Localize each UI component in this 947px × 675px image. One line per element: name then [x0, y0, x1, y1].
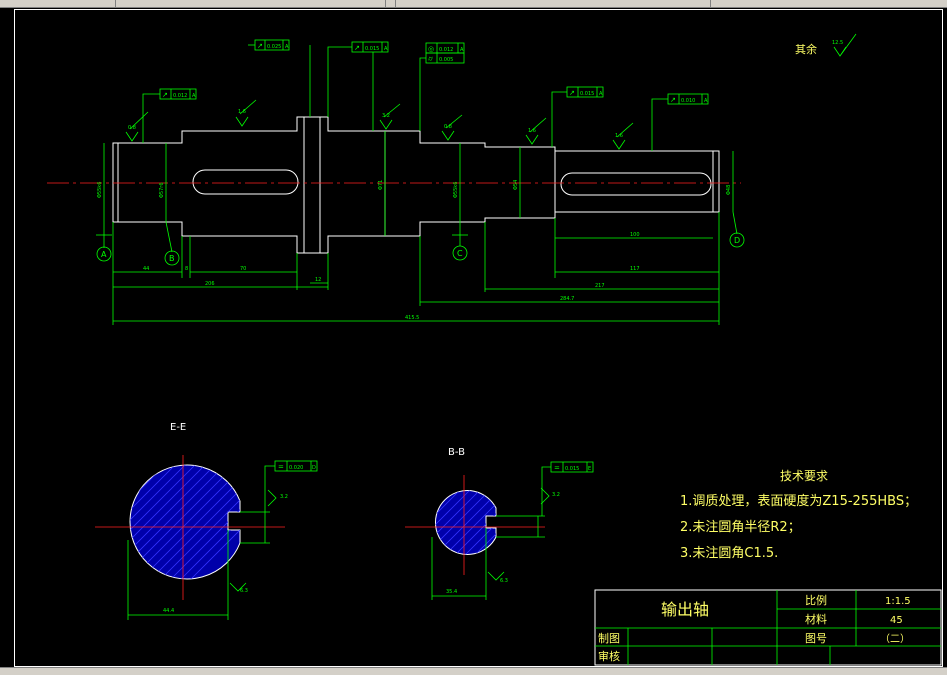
material-label: 材料: [805, 612, 827, 626]
general-roughness: 其余 12.5: [795, 33, 857, 57]
title-bar: [0, 0, 947, 8]
svg-text:1.6: 1.6: [238, 109, 246, 115]
datum-b: B: [169, 254, 175, 263]
svg-text:↗: ↗: [354, 44, 360, 52]
svg-text:6.3: 6.3: [240, 588, 248, 594]
svg-text:0.015: 0.015: [565, 466, 579, 472]
svg-text:↗: ↗: [569, 89, 575, 97]
scale-value: 1:1.5: [885, 596, 911, 607]
section-bb: B-B = 0.015 E 35.4 3.2 6.3: [405, 447, 594, 600]
svg-text:0.005: 0.005: [439, 57, 453, 63]
shaft-outline: [112, 116, 720, 254]
drawing-frame: [14, 9, 943, 667]
tech-req-1: 1.调质处理，表面硬度为Z15-255HBS；: [680, 493, 917, 509]
section-ee-label: E-E: [170, 422, 186, 433]
ee-width: 44.4: [163, 608, 174, 614]
datum-c: C: [457, 249, 463, 258]
drawing-no-label: 图号: [805, 632, 827, 645]
checked-label: 审核: [598, 649, 620, 663]
svg-text:Φ57r6: Φ57r6: [159, 182, 165, 198]
svg-text:Φ71: Φ71: [378, 180, 384, 190]
svg-text:Φ54: Φ54: [513, 180, 519, 190]
diameter-dimensions: [103, 131, 734, 236]
status-bar: [0, 667, 947, 675]
section-ee: E-E = 0.020 D 44.4: [95, 422, 318, 620]
svg-text:A: A: [704, 98, 708, 104]
svg-text:=: =: [554, 464, 560, 472]
dim-d6: 100: [630, 232, 640, 238]
svg-text:↗: ↗: [670, 96, 676, 104]
material-value: 45: [890, 615, 903, 626]
svg-text:1.6: 1.6: [615, 133, 623, 139]
svg-text:A: A: [192, 93, 196, 99]
svg-text:6.3: 6.3: [500, 578, 508, 584]
svg-text:0.015: 0.015: [365, 46, 379, 52]
svg-text:↗: ↗: [162, 91, 168, 99]
svg-text:⌭: ⌭: [428, 55, 433, 63]
svg-text:Φ55k6: Φ55k6: [453, 182, 459, 198]
dim-d7: 117: [630, 266, 640, 272]
svg-text:1.6: 1.6: [528, 128, 536, 134]
tech-requirements: 技术要求 1.调质处理，表面硬度为Z15-255HBS； 2.未注圆角半径R2；…: [680, 469, 917, 561]
dim-d2: 8: [185, 266, 188, 272]
tol-frame-3: ◎ 0.012 A: [425, 42, 465, 54]
tol-frame-5: ↗ 0.012 A: [142, 88, 197, 143]
svg-text:0.8: 0.8: [128, 125, 136, 131]
datum-a: A: [101, 250, 107, 259]
length-dimension-labels: 44 8 206 70 12 100 117 217 284.7 415.5: [143, 232, 640, 321]
svg-text:A: A: [460, 47, 464, 53]
drawn-label: 制图: [598, 632, 620, 645]
tech-req-3: 3.未注圆角C1.5.: [680, 546, 778, 561]
roughness-value: 12.5: [832, 40, 843, 46]
svg-text:0.020: 0.020: [289, 465, 303, 471]
svg-text:E: E: [588, 466, 591, 472]
tol-frame-6: ↗ 0.015 A: [551, 86, 604, 147]
dim-d10: 415.5: [405, 315, 419, 321]
bb-width: 35.4: [446, 589, 457, 595]
tech-req-title: 技术要求: [780, 469, 828, 483]
tol-frame-2: ↗ 0.015 A: [327, 41, 389, 131]
tol-frame-7: ↗ 0.010 A: [651, 93, 709, 151]
svg-text:3.2: 3.2: [552, 492, 560, 498]
svg-text:A: A: [384, 46, 388, 52]
dim-d5: 12: [315, 277, 321, 283]
title-block: 输出轴 比例 1:1.5 材料 45 图号 （二） 制图 审核: [594, 589, 942, 666]
svg-text:0.012: 0.012: [439, 47, 453, 53]
dim-d3: 206: [205, 281, 215, 287]
svg-text:↗: ↗: [257, 42, 263, 50]
length-dimension-lines: [112, 212, 720, 325]
svg-text:0.015: 0.015: [580, 91, 594, 97]
svg-text:0.010: 0.010: [681, 98, 695, 104]
roughness-note: 其余: [795, 42, 817, 56]
drawing-no-value: （二）: [880, 633, 910, 645]
svg-text:Φ48: Φ48: [726, 185, 732, 195]
diameter-labels: Φ55k6 Φ57r6 Φ71 Φ55k6 Φ54 Φ48: [97, 180, 732, 198]
svg-text:0.025: 0.025: [267, 44, 281, 50]
svg-text:A: A: [285, 44, 289, 50]
svg-text:=: =: [278, 463, 284, 471]
dim-d9: 284.7: [560, 296, 574, 302]
svg-text:3.2: 3.2: [280, 494, 288, 500]
svg-text:◎: ◎: [428, 45, 434, 53]
part-name: 输出轴: [661, 600, 709, 619]
dim-d4: 70: [240, 266, 246, 272]
svg-text:0.012: 0.012: [173, 93, 187, 99]
datum-d: D: [734, 236, 740, 245]
tol-frame-1: ↗ 0.025 A: [248, 39, 311, 117]
tol-frame-4: ⌭ 0.005: [419, 52, 465, 131]
dim-d8: 217: [595, 283, 605, 289]
section-bb-label: B-B: [448, 447, 465, 458]
dim-d1: 44: [143, 266, 149, 272]
svg-text:0.8: 0.8: [444, 124, 452, 130]
svg-text:D: D: [312, 465, 316, 471]
datum-markers: A B C D: [96, 211, 745, 266]
tech-req-2: 2.未注圆角半径R2；: [680, 520, 801, 535]
svg-text:3.2: 3.2: [382, 113, 390, 119]
scale-label: 比例: [805, 593, 827, 607]
svg-text:Φ55k6: Φ55k6: [97, 182, 103, 198]
svg-text:A: A: [599, 91, 603, 97]
roughness-marks: 0.8 1.6 3.2 0.8 1.6 1.6: [125, 99, 634, 150]
